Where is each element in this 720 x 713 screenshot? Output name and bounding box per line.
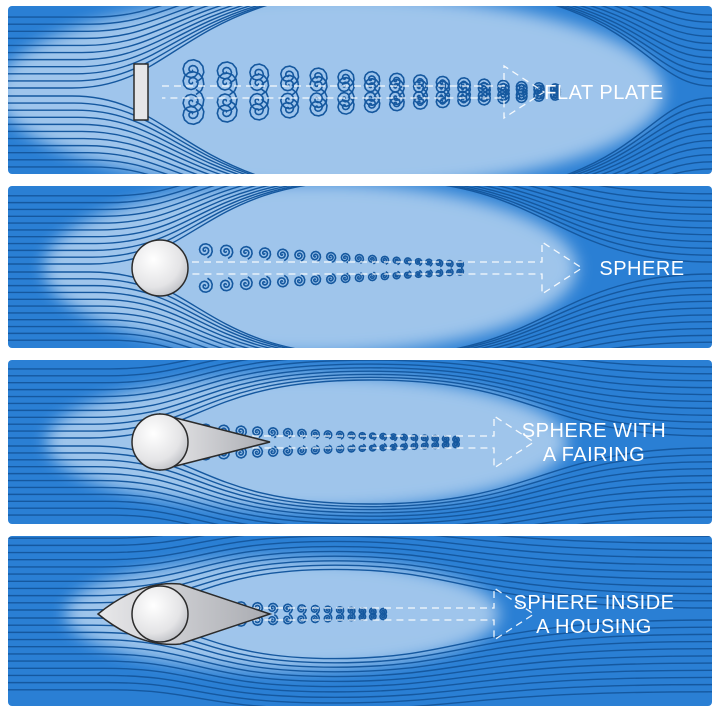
panel-label-line: A HOUSING: [536, 616, 652, 638]
sphere-body: [131, 239, 189, 297]
panel-label-line: FLAT PLATE: [544, 82, 663, 104]
flow-arrow: [180, 586, 536, 642]
panel-label-line: SPHERE INSIDE: [514, 592, 675, 614]
panel-label-line: SPHERE: [599, 258, 684, 280]
wake-glow: [43, 186, 578, 348]
panel-label-line: SPHERE WITH: [522, 420, 666, 442]
wake-glow: [46, 374, 568, 510]
wake-vortices: [198, 242, 465, 294]
streamlines: [8, 536, 712, 706]
wake-glow: [8, 6, 664, 174]
panel-label: FLAT PLATE: [544, 82, 663, 104]
plate-body: [133, 63, 149, 121]
flow-arrow: [180, 240, 584, 296]
flow-arrow: [162, 64, 546, 120]
panel-label-line: A FAIRING: [543, 444, 645, 466]
panel-flat-plate: FLAT PLATE: [8, 6, 712, 174]
panel-label: SPHERE: [599, 258, 684, 280]
panel-sphere: SPHERE: [8, 186, 712, 348]
housing-body: [96, 582, 273, 646]
flow-arrow: [180, 414, 536, 470]
fairing-body: [131, 413, 271, 471]
